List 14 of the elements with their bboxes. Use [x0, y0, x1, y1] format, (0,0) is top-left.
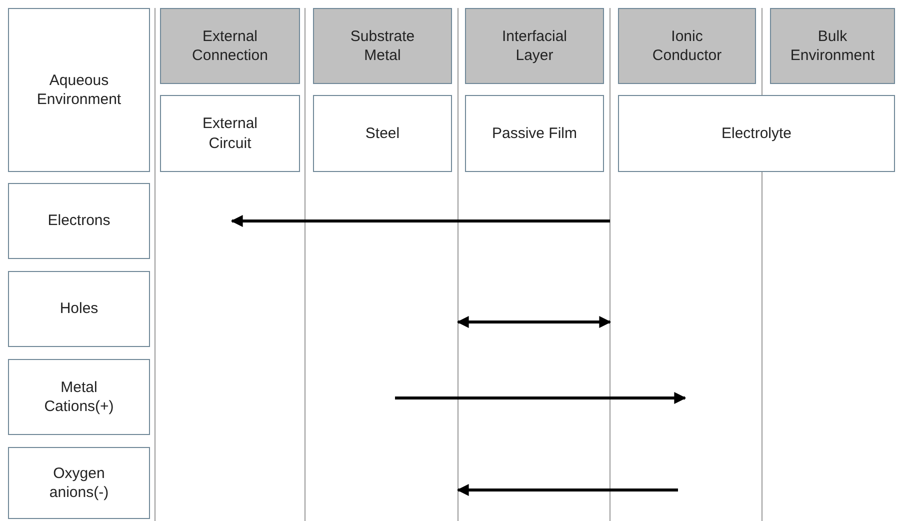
layer-box: Electrolyte	[618, 95, 895, 172]
column-header-box: Interfacial Layer	[465, 8, 604, 84]
row-label-box: Metal Cations(+)	[8, 359, 150, 435]
layer-box: External Circuit	[160, 95, 300, 172]
layer-box: Passive Film	[465, 95, 604, 172]
column-header-box: Substrate Metal	[313, 8, 452, 84]
layer-box: Steel	[313, 95, 452, 172]
row-label-box: Aqueous Environment	[8, 8, 150, 172]
column-header-box: Ionic Conductor	[618, 8, 756, 84]
row-label-box: Holes	[8, 271, 150, 347]
column-header-box: Bulk Environment	[770, 8, 895, 84]
row-label-box: Oxygen anions(-)	[8, 447, 150, 519]
row-label-box: Electrons	[8, 183, 150, 259]
column-header-box: External Connection	[160, 8, 300, 84]
